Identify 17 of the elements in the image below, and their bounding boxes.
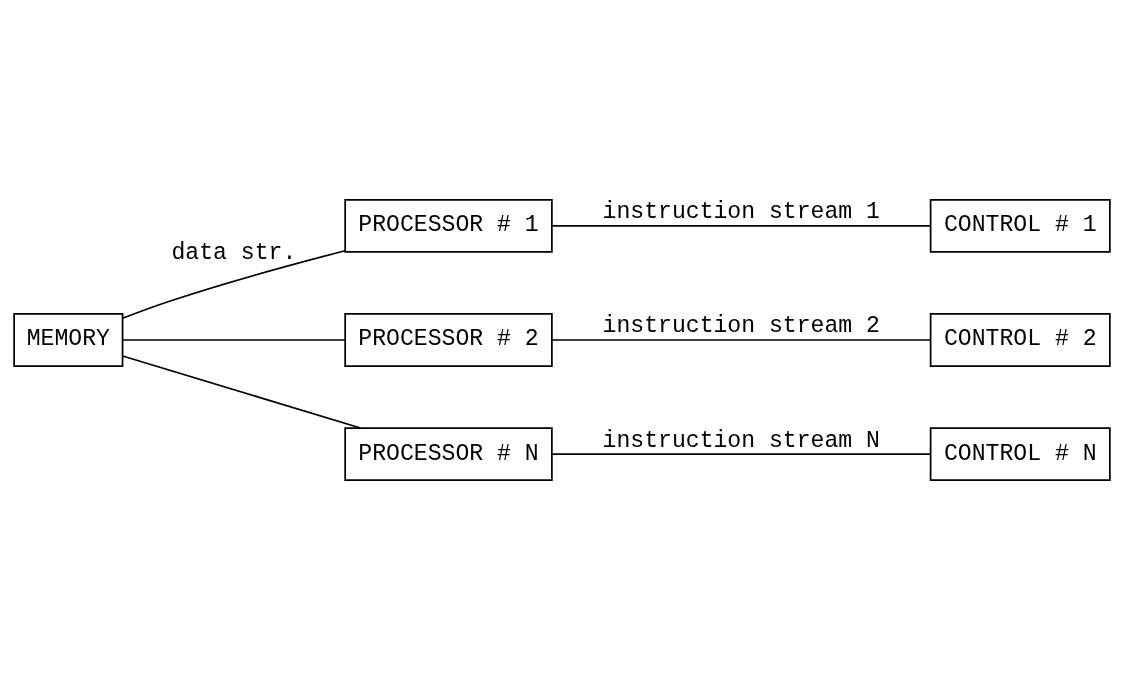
node-box: PROCESSOR # 1 [344,198,553,253]
edge-label: instruction stream 2 [602,312,880,339]
node-box: CONTROL # N [929,426,1111,481]
connector [121,354,362,429]
connector [551,452,932,455]
node-box: CONTROL # 2 [929,312,1111,367]
node-box: MEMORY [13,312,124,367]
connector [551,224,932,227]
connector [121,249,346,319]
node-box: PROCESSOR # N [344,426,553,481]
connector [551,338,932,341]
edge-label: instruction stream N [602,427,880,454]
node-box: PROCESSOR # 2 [344,312,553,367]
edge-label: instruction stream 1 [602,198,880,225]
node-box: CONTROL # 1 [929,198,1111,253]
connector [121,338,346,341]
edge-label: data str. [171,239,297,266]
